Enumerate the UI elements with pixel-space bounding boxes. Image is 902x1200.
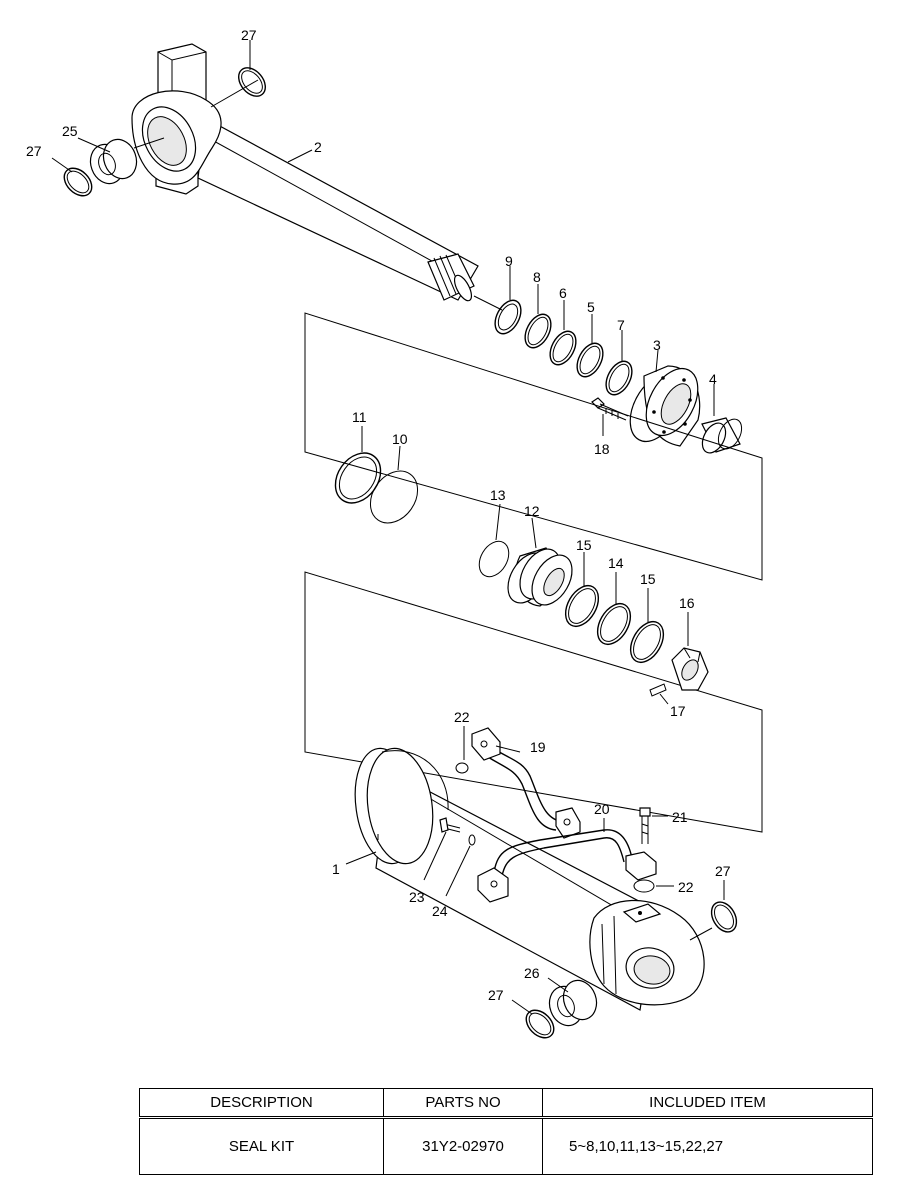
- o-ring-lower: [633, 879, 655, 893]
- table-row: SEAL KIT 31Y2-02970 5~8,10,11,13~15,22,2…: [139, 1117, 873, 1175]
- callout-1: 1: [332, 861, 340, 877]
- callout-4: 4: [709, 371, 717, 387]
- backup-ring: [334, 452, 382, 504]
- rod-bushing: [89, 138, 138, 185]
- rod-cover: [629, 365, 701, 447]
- o-ring-small: [478, 540, 510, 578]
- snap-ring-lower-right: [710, 901, 738, 933]
- header-description: DESCRIPTION: [139, 1088, 384, 1119]
- callout-18: 18: [594, 441, 610, 457]
- bushing: [701, 417, 743, 454]
- seal-kit-table: DESCRIPTION PARTS NO INCLUDED ITEM SEAL …: [139, 1088, 873, 1175]
- plug-bolt: [439, 817, 461, 833]
- cell-parts-no: 31Y2-02970: [383, 1117, 543, 1175]
- set-screw: [649, 683, 667, 697]
- callout-27-left: 27: [26, 143, 42, 159]
- washer: [468, 834, 476, 846]
- callout-10: 10: [392, 431, 408, 447]
- callout-13: 13: [490, 487, 506, 503]
- callout-21: 21: [672, 809, 688, 825]
- pipe-lower: [477, 829, 657, 903]
- callout-labels: 2 27 25 27 9 8 6 5 7 3 4 18 11 10 13 12 …: [26, 27, 731, 1003]
- o-ring-upper: [455, 762, 469, 774]
- snap-ring-upper-right: [238, 67, 266, 97]
- callout-17: 17: [670, 703, 686, 719]
- piston-rod: [131, 43, 479, 302]
- leader-lines: [51, 40, 725, 1015]
- piston: [507, 547, 573, 607]
- piston-frame: [304, 312, 763, 833]
- callout-15-left: 15: [576, 537, 592, 553]
- wear-rings: [564, 585, 665, 663]
- snap-ring-lower-left: [525, 1009, 555, 1039]
- callout-22-lower: 22: [678, 879, 694, 895]
- pipe-bolt: [639, 807, 651, 844]
- callout-11: 11: [352, 409, 367, 425]
- table-header-row: DESCRIPTION PARTS NO INCLUDED ITEM: [139, 1088, 873, 1119]
- callout-14: 14: [608, 555, 624, 571]
- o-ring-large: [369, 470, 419, 524]
- callout-8: 8: [533, 269, 541, 285]
- callout-24: 24: [432, 903, 448, 919]
- cell-description: SEAL KIT: [139, 1117, 384, 1175]
- snap-ring-upper-left: [63, 167, 93, 197]
- callout-27-bottom: 27: [488, 987, 504, 1003]
- callout-16: 16: [679, 595, 695, 611]
- cell-included-item: 5~8,10,11,13~15,22,27: [542, 1117, 873, 1175]
- header-included-item: INCLUDED ITEM: [542, 1088, 873, 1119]
- pipe-upper: [471, 727, 581, 839]
- callout-25: 25: [62, 123, 78, 139]
- callout-20: 20: [594, 801, 610, 817]
- callout-23: 23: [409, 889, 425, 905]
- callout-19: 19: [530, 739, 546, 755]
- callout-7: 7: [617, 317, 625, 333]
- callout-27-right: 27: [715, 863, 731, 879]
- rod-seals: [494, 299, 633, 396]
- callout-15-right: 15: [640, 571, 656, 587]
- callout-12: 12: [524, 503, 540, 519]
- callout-2: 2: [314, 139, 322, 155]
- callout-26: 26: [524, 965, 540, 981]
- hex-bolt: [591, 397, 629, 421]
- callout-5: 5: [587, 299, 595, 315]
- callout-9: 9: [505, 253, 513, 269]
- callout-6: 6: [559, 285, 567, 301]
- tube-bushing: [548, 979, 598, 1027]
- header-parts-no: PARTS NO: [383, 1088, 543, 1119]
- callout-22-upper: 22: [454, 709, 470, 725]
- callout-27-top: 27: [241, 27, 257, 43]
- callout-3: 3: [653, 337, 661, 353]
- lock-nut: [671, 647, 709, 691]
